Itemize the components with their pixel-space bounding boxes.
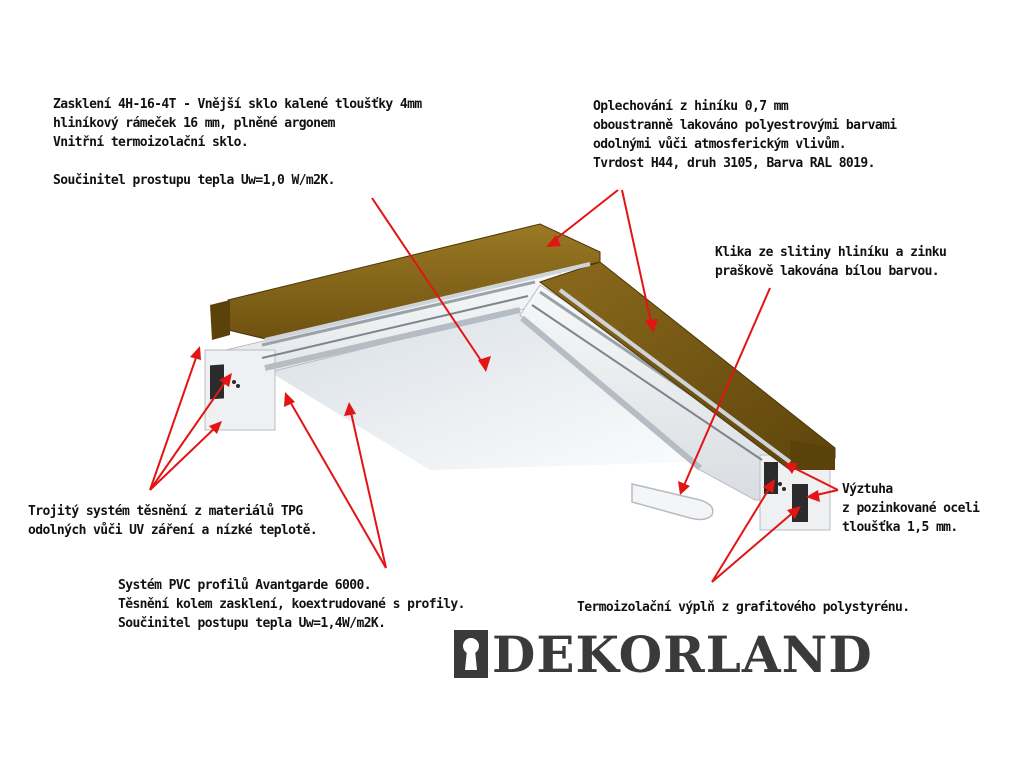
cladding-line-4: Tvrdost H44, druh 3105, Barva RAL 8019. — [593, 156, 875, 171]
glazing-line-5: Součinitel prostupu tepla Uw=1,0 W/m2K. — [53, 173, 335, 188]
cladding-line-2: oboustranně lakováno polyestrovými barva… — [593, 118, 897, 133]
annotation-arrows — [149, 189, 839, 583]
glazing-line-4 — [53, 152, 422, 171]
keyhole-icon — [454, 630, 488, 678]
profiles-line-1: Systém PVC profilů Avantgarde 6000. — [118, 578, 372, 593]
profiles-line-3: Součinitel postupu tepla Uw=1,4W/m2K. — [118, 616, 386, 631]
seals-line-1: Trojitý systém těsnění z materiálů TPG — [28, 504, 303, 519]
cladding-annotation: Oplechování z hiníku 0,7 mm oboustranně … — [593, 97, 897, 173]
seals-annotation: Trojitý systém těsnění z materiálů TPG o… — [28, 502, 318, 540]
window-handle — [631, 483, 714, 521]
cladding-line-1: Oplechování z hiníku 0,7 mm — [593, 99, 789, 114]
dekorland-logo: DEKORLAND — [452, 624, 873, 684]
glass-pane — [270, 312, 690, 470]
handle-line-2: praškově lakována bílou barvou. — [715, 264, 940, 279]
handle-annotation: Klika ze slitiny hliníku a zinku praškov… — [715, 243, 947, 281]
logo-wordmark: DEKORLAND — [492, 624, 873, 684]
handle-line-1: Klika ze slitiny hliníku a zinku — [715, 245, 947, 260]
insulation-annotation: Termoizolační výplň z grafitového polyst… — [577, 598, 910, 617]
insulation-line-1: Termoizolační výplň z grafitového polyst… — [577, 600, 910, 615]
seals-line-2: odolných vůči UV záření a nízké teplotě. — [28, 523, 318, 538]
graphite-insulation — [210, 364, 808, 522]
glazing-line-3: Vnitřní termoizolační sklo. — [53, 135, 249, 150]
glazing-line-2: hliníkový rámeček 16 mm, plněné argonem — [53, 116, 335, 131]
profiles-annotation: Systém PVC profilů Avantgarde 6000. Těsn… — [118, 576, 465, 633]
cladding-line-3: odolnými vůči atmosferickým vlivům. — [593, 137, 847, 152]
aluminium-cladding — [210, 223, 836, 471]
glazing-line-1: Zasklení 4H-16-4T - Vnější sklo kalené t… — [53, 97, 422, 112]
profiles-line-2: Těsnění kolem zasklení, koextrudované s … — [118, 597, 465, 612]
glazing-annotation: Zasklení 4H-16-4T - Vnější sklo kalené t… — [53, 95, 422, 190]
reinforcement-annotation: Výztuha z pozinkované oceli tloušťka 1,5… — [842, 480, 980, 537]
reinforcement-line-1: Výztuha — [842, 482, 893, 497]
reinforcement-line-2: z pozinkované oceli — [842, 501, 980, 516]
reinforcement-line-3: tloušťka 1,5 mm. — [842, 520, 958, 535]
